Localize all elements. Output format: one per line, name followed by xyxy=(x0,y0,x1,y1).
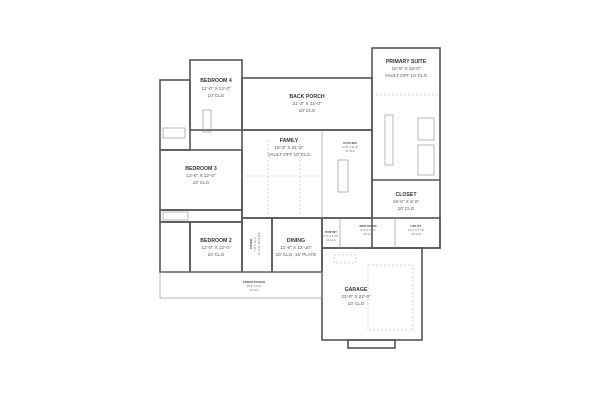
room-name: CLOSET xyxy=(395,192,417,198)
room-front-porch: FRONT PORCH 38'-4" X 6'-6" 11' CLG xyxy=(243,280,265,292)
room-ceiling: 10' CLG xyxy=(193,180,210,185)
room-mud-room: MUD ROOM 9'-4" X 6'-10" 10' CLG xyxy=(360,224,377,236)
room-ceiling: 10' CLG xyxy=(299,108,316,113)
room-size: 12'-0" X 12'-0" xyxy=(201,245,230,250)
room-name: BEDROOM 4 xyxy=(200,78,232,84)
room-name: MUD ROOM xyxy=(360,224,377,228)
room-size: 19'-3" X 21'-0" xyxy=(274,145,303,150)
room-name: KITCHEN xyxy=(343,141,356,145)
room-bedroom-2: BEDROOM 2 12'-0" X 12'-0" 10' CLG xyxy=(200,238,232,257)
room-kitchen: KITCHEN 12'-8" X 21'-4" 10' CLG xyxy=(342,141,358,153)
room-ceiling: 10' CLG xyxy=(345,149,354,153)
room-foyer: FOYER 7'-8" X 12'-2" 10' CLG, 15' PLATE xyxy=(249,232,261,255)
room-name: BEDROOM 2 xyxy=(200,238,232,244)
room-dining: DINING 11'-8" X 12'-10" 10' CLG, 15' PLA… xyxy=(276,238,317,257)
room-size: 9'-4" X 6'-10" xyxy=(361,228,376,232)
room-ceiling: VAULT OFF 10' CLG xyxy=(385,73,428,78)
room-size: 38'-4" X 6'-6" xyxy=(247,284,262,288)
room-ceiling: 10' CLG xyxy=(208,93,225,98)
room-name: BACK PORCH xyxy=(289,94,324,100)
room-family: FAMILY 19'-3" X 21'-0" VAULT OFF 10' CLG xyxy=(268,138,311,157)
room-ceiling: 10' CLG, 15' PLATE xyxy=(276,252,317,257)
room-name: BEDROOM 3 xyxy=(185,166,217,172)
room-name: PANTRY xyxy=(325,230,337,234)
room-size: 12'-8" X 21'-4" xyxy=(342,145,358,149)
room-closet: CLOSET 15'-6" X 8'-6" 10' CLG xyxy=(393,192,420,211)
room-back-porch: BACK PORCH 31'-3" X 12'-0" 10' CLG xyxy=(289,94,324,113)
room-size: 11'-8" X 12'-10" xyxy=(280,245,312,250)
room-garage: GARAGE 23'-0" X 22'-0" 10' CLG xyxy=(341,287,370,306)
room-size: 15'-6" X 8'-6" xyxy=(393,199,420,204)
room-ceiling: 11' CLG xyxy=(249,288,258,292)
room-ceiling: 10' CLG xyxy=(398,206,415,211)
room-primary-suite: PRIMARY SUITE 15'-6" X 16'-0" VAULT OFF … xyxy=(385,59,428,78)
room-bedroom-3: BEDROOM 3 13'-6" X 12'-0" 10' CLG xyxy=(185,166,217,185)
room-size: 23'-0" X 22'-0" xyxy=(341,294,370,299)
walls xyxy=(159,47,441,349)
details xyxy=(159,94,440,331)
room-bedroom-4: BEDROOM 4 12'-0" X 12'-0" 10' CLG xyxy=(200,78,232,98)
room-name: FAMILY xyxy=(280,138,299,144)
room-name: UTILITY xyxy=(410,224,421,228)
room-pantry: PANTRY 5'-5" X 6'-10" 10' CLG xyxy=(324,230,339,242)
room-size: 12'-0" X 6'-10" xyxy=(408,228,424,232)
room-name: DINING xyxy=(287,238,305,244)
room-ceiling: 10' CLG xyxy=(363,232,372,236)
room-ceiling: 10' CLG xyxy=(348,301,365,306)
room-ceiling: VAULT OFF 10' CLG xyxy=(268,152,311,157)
room-name: GARAGE xyxy=(345,287,368,293)
room-name: PRIMARY SUITE xyxy=(386,59,427,65)
room-size: 31'-3" X 12'-0" xyxy=(292,101,321,106)
room-size: 5'-5" X 6'-10" xyxy=(324,234,339,238)
room-size: 12'-0" X 12'-0" xyxy=(201,86,230,91)
room-ceiling: 10' CLG, 15' PLATE xyxy=(257,232,261,255)
room-ceiling: 10' CLG xyxy=(326,238,335,242)
room-ceiling: 10' CLG xyxy=(411,232,420,236)
room-size: 15'-6" X 16'-0" xyxy=(391,66,420,71)
room-name: FRONT PORCH xyxy=(243,280,265,284)
room-name: FOYER xyxy=(249,238,253,249)
room-utility: UTILITY 12'-0" X 6'-10" 10' CLG xyxy=(408,224,424,236)
room-ceiling: 10' CLG xyxy=(208,252,225,257)
room-size: 7'-8" X 12'-2" xyxy=(253,236,257,251)
room-size: 13'-6" X 12'-0" xyxy=(186,173,215,178)
